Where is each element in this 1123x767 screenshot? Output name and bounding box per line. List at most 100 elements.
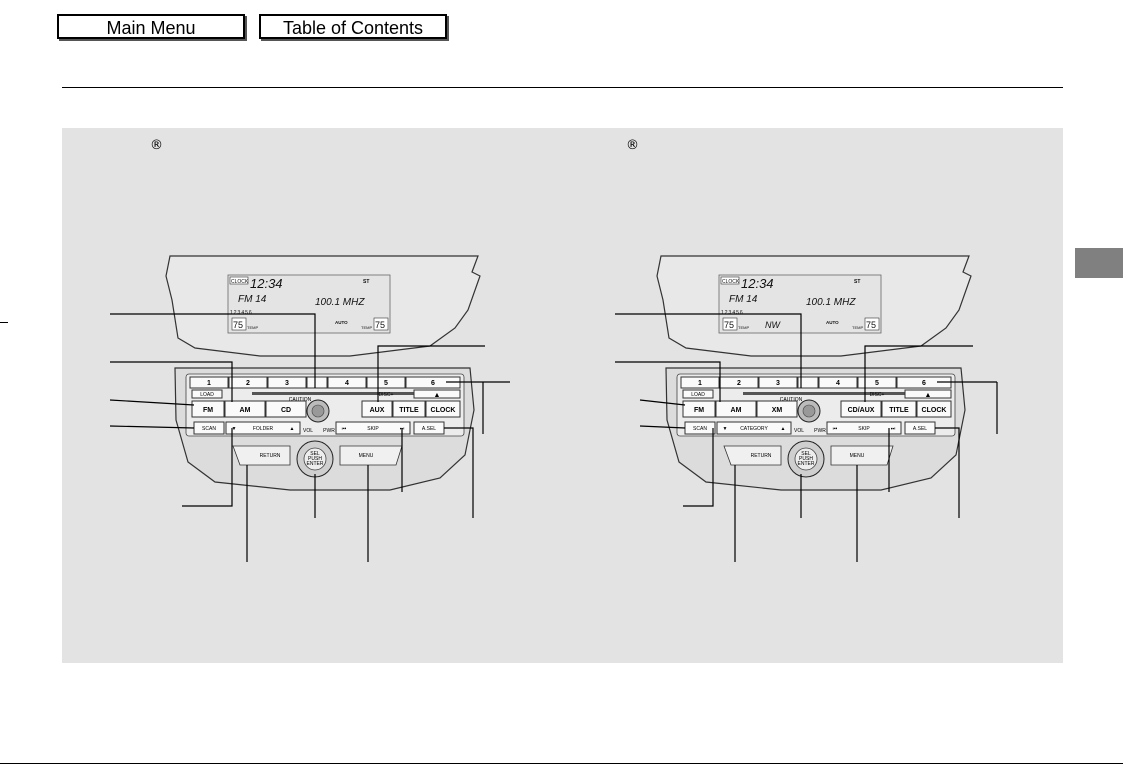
push-label: PUSH (308, 456, 322, 462)
sel-label: SEL (310, 451, 320, 457)
lcd-screen (227, 274, 391, 334)
return-button[interactable] (723, 445, 782, 466)
skip-button[interactable] (826, 421, 902, 435)
scan-label: SCAN (693, 426, 707, 432)
skip-back-icon: ⏮ (342, 426, 347, 432)
am-label: AM (731, 407, 742, 414)
category-down-icon: ▼ (723, 426, 728, 432)
lcd-temp-left: 75 (233, 320, 243, 330)
category-button[interactable] (716, 421, 792, 435)
asel-label: A.SEL (422, 426, 436, 432)
am-label: AM (240, 407, 251, 414)
eject-button[interactable] (904, 389, 952, 399)
preset-4-label: 4 (345, 380, 349, 387)
skip-button[interactable] (335, 421, 411, 435)
fm-button[interactable] (682, 400, 716, 418)
preset-5-label: 5 (384, 380, 388, 387)
preset-blank (797, 376, 819, 389)
am-button[interactable] (224, 400, 266, 418)
preset-4-button[interactable] (818, 376, 858, 389)
return-label: RETURN (751, 453, 772, 459)
lcd-extra: NW (765, 320, 781, 330)
preset-row: 1 2 3 4 5 6 (680, 376, 952, 389)
cd-label: CD (281, 407, 291, 414)
fm-label: FM (203, 407, 213, 414)
disc-badge: DISC+ (870, 392, 885, 398)
slot-label: CAUTION (780, 397, 803, 403)
lcd-temp-right: 75 (866, 320, 876, 330)
clock-label: CLOCK (922, 407, 947, 414)
title-button[interactable] (392, 400, 426, 418)
xm-button[interactable] (756, 400, 798, 418)
return-button[interactable] (232, 445, 291, 466)
lcd-temp-label-right: TEMP (852, 325, 863, 330)
preset-2-button[interactable] (228, 376, 268, 389)
vol-label: VOL (794, 428, 804, 434)
footer-rule (0, 763, 1123, 764)
lcd-temp-label-right: TEMP (361, 325, 372, 330)
preset-5-button[interactable] (857, 376, 897, 389)
preset-4-label: 4 (836, 380, 840, 387)
preset-1-button[interactable] (189, 376, 229, 389)
fm-button[interactable] (191, 400, 225, 418)
title-label: TITLE (889, 407, 909, 414)
eject-icon: ▲ (925, 392, 932, 399)
slot-label: CAUTION (289, 397, 312, 403)
folder-down-icon: ▼ (232, 426, 237, 432)
header-rule (62, 87, 1063, 88)
registered-mark-right: ® (626, 138, 639, 153)
load-label: LOAD (200, 392, 214, 398)
preset-3-button[interactable] (758, 376, 798, 389)
cd-button[interactable] (265, 400, 307, 418)
category-up-icon: ▲ (781, 426, 786, 432)
disc-slot (743, 392, 911, 395)
lcd-screen (718, 274, 882, 334)
title-button[interactable] (881, 400, 917, 418)
preset-4-button[interactable] (327, 376, 367, 389)
lcd-stereo: ST (363, 279, 369, 285)
eject-button[interactable] (413, 389, 461, 399)
cd-aux-button[interactable] (840, 400, 882, 418)
lcd-clock-label: CLOCK (231, 279, 249, 285)
clock-button[interactable] (425, 400, 461, 418)
preset-2-label: 2 (737, 380, 741, 387)
am-button[interactable] (715, 400, 757, 418)
xm-label: XM (772, 407, 783, 414)
preset-6-label: 6 (431, 380, 435, 387)
pwr-label: PWR (814, 428, 826, 434)
enter-label: ENTER (798, 461, 815, 467)
lcd-auto: AUTO (826, 320, 839, 325)
load-button[interactable] (682, 389, 714, 399)
return-label: RETURN (260, 453, 281, 459)
disc-badge: DISC+ (379, 392, 394, 398)
lcd-presets: 123456 (230, 310, 253, 316)
skip-label: SKIP (858, 426, 870, 432)
aux-label: AUX (370, 407, 385, 414)
lcd: CLOCK 12:34 ST FM 14 100.1 MHZ 123456 75… (229, 276, 389, 331)
folder-button[interactable] (225, 421, 301, 435)
sel-label: SEL (801, 451, 811, 457)
skip-forward-icon: ⏭ (891, 426, 896, 432)
lcd-frequency: 100.1 MHZ (315, 297, 365, 308)
clock-label: CLOCK (431, 407, 456, 414)
aux-button[interactable] (361, 400, 393, 418)
preset-1-button[interactable] (680, 376, 720, 389)
section-tab[interactable] (1075, 248, 1123, 278)
lcd-clock-label: CLOCK (722, 279, 740, 285)
main-menu-button[interactable]: Main Menu (57, 14, 245, 39)
title-label: TITLE (399, 407, 419, 414)
clock-button[interactable] (916, 400, 952, 418)
pwr-label: PWR (323, 428, 335, 434)
table-of-contents-button[interactable]: Table of Contents (259, 14, 447, 39)
load-button[interactable] (191, 389, 223, 399)
menu-button[interactable] (339, 445, 403, 466)
preset-1-label: 1 (207, 380, 211, 387)
callout-lines (110, 313, 510, 562)
preset-3-label: 3 (285, 380, 289, 387)
lcd-temp-right: 75 (375, 320, 385, 330)
lcd-band: FM 14 (238, 294, 267, 305)
lcd-temp-label-left: TEMP (247, 325, 258, 330)
menu-button[interactable] (830, 445, 894, 466)
preset-3-button[interactable] (267, 376, 307, 389)
preset-5-button[interactable] (366, 376, 406, 389)
